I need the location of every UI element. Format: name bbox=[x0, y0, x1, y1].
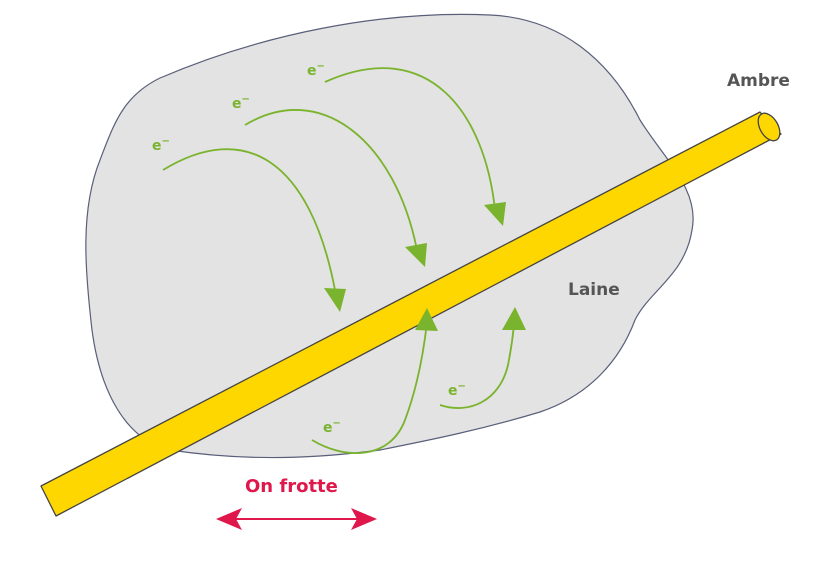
arrowhead-3 bbox=[484, 202, 506, 226]
amber-rod bbox=[40, 111, 782, 517]
electron-label-3: e− bbox=[307, 61, 325, 79]
electron-arrow-4 bbox=[311, 321, 428, 455]
electron-arrow-5 bbox=[439, 324, 515, 409]
electron-arrow-1 bbox=[162, 148, 336, 291]
wool-label: Laine bbox=[568, 280, 620, 300]
arrowhead-5 bbox=[502, 307, 526, 330]
electron-labels: e− e− e− e− e− bbox=[152, 61, 466, 436]
rubbing-label: On frotte bbox=[245, 476, 338, 497]
arrowhead-2 bbox=[405, 243, 427, 267]
electron-arrow-2 bbox=[244, 109, 418, 251]
electron-label-5: e− bbox=[448, 381, 466, 399]
electron-label-1: e− bbox=[152, 136, 170, 154]
electron-arrows-upper bbox=[162, 67, 496, 291]
arrowhead-1 bbox=[324, 288, 346, 312]
electron-arrow-3 bbox=[324, 67, 496, 211]
electron-label-2: e− bbox=[232, 94, 250, 112]
rubbing-arrow-left-head bbox=[216, 508, 242, 530]
amber-rod-end bbox=[757, 112, 781, 142]
amber-label: Ambre bbox=[727, 71, 790, 91]
wool-shape bbox=[85, 13, 694, 459]
rubbing-arrow bbox=[216, 508, 377, 530]
arrowhead-4 bbox=[415, 308, 438, 331]
rubbing-arrow-right-head bbox=[351, 508, 377, 530]
electron-arrows-lower bbox=[311, 321, 515, 455]
electron-label-4: e− bbox=[323, 418, 341, 436]
electron-arrowheads-lower bbox=[415, 307, 526, 331]
electron-arrowheads-upper bbox=[324, 202, 506, 312]
